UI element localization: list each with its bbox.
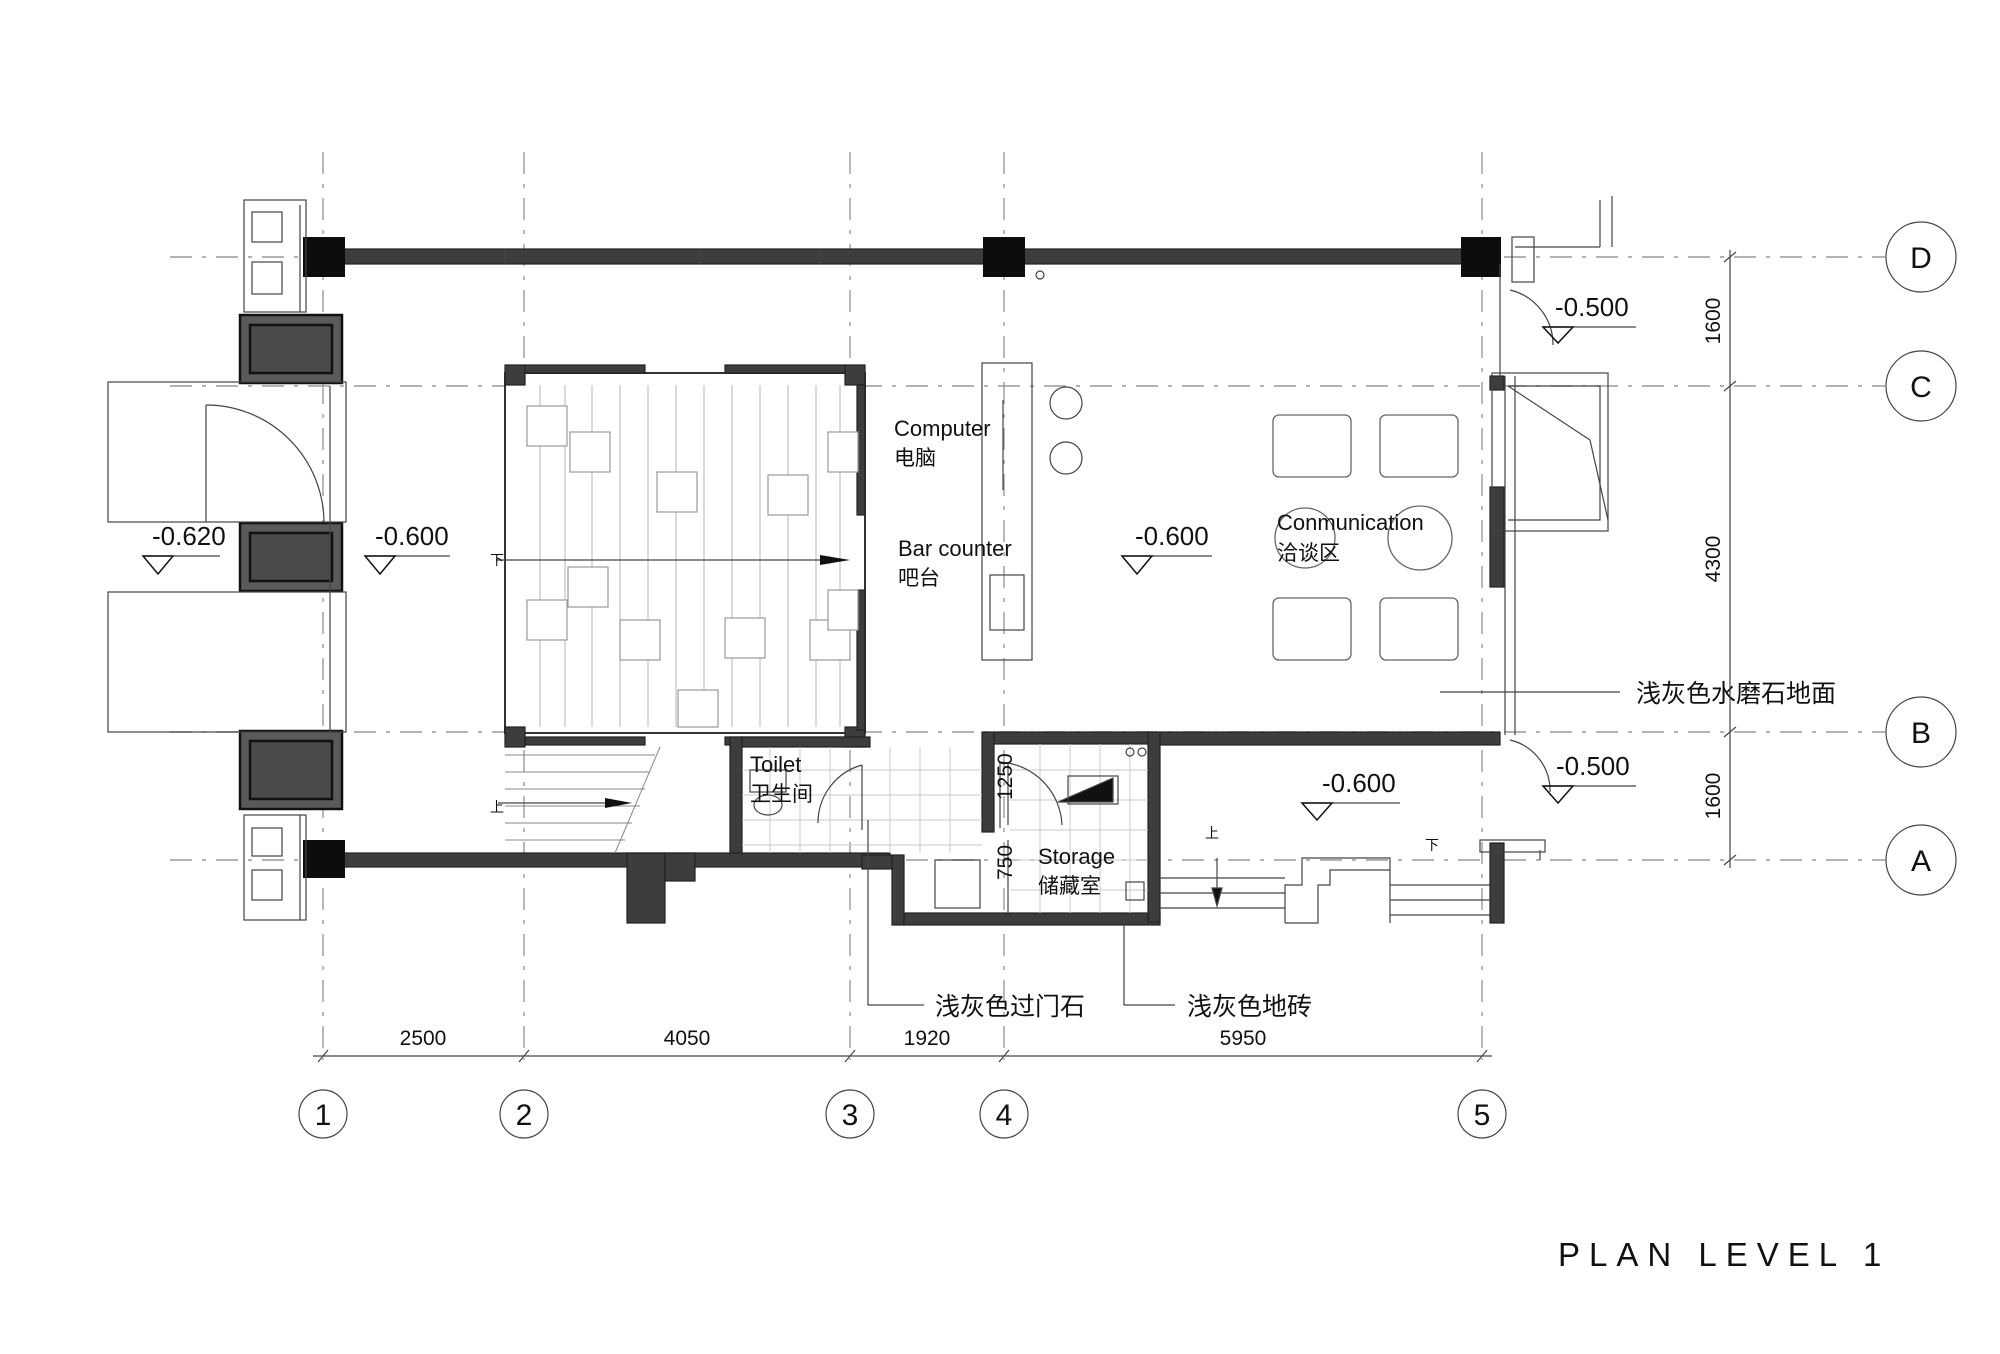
dim-v-3: 1600	[1702, 773, 1725, 820]
lounge-seats	[1272, 414, 1459, 661]
axis-bubble-c: C	[1910, 371, 1932, 404]
axis-bubbles-numbers: 1 2 3 4 5	[298, 1089, 1507, 1139]
stair-marks: 下 上 上 下	[490, 553, 1439, 854]
level-mark-lower-room: -0.600	[1300, 768, 1400, 822]
axis-bubble-3: 3	[842, 1099, 859, 1132]
axis-bubble-d: D	[1910, 242, 1932, 275]
axis-bubble-a: A	[1911, 845, 1931, 878]
level-text-lower-room: -0.600	[1322, 768, 1396, 798]
label-bar-counter-cn: 吧台	[898, 566, 940, 590]
dim-h-2: 4050	[664, 1027, 711, 1050]
level-marks: -0.620 -0.600 -0.600 -0.500 -0.500 -0.60…	[141, 292, 1636, 822]
axis-bubble-5: 5	[1474, 1099, 1491, 1132]
service-walls	[626, 375, 1505, 926]
axis-bubble-4: 4	[996, 1099, 1013, 1132]
dim-toilet-door: 1250	[994, 753, 1017, 800]
stair-left	[498, 746, 661, 854]
level-text-hall: -0.600	[375, 521, 449, 551]
label-toilet-cn: 卫生间	[750, 782, 813, 806]
level-mark-hall: -0.600	[363, 521, 450, 576]
level-text-lower-right: -0.500	[1556, 751, 1630, 781]
dimension-chain-horizontal: 2500 4050 1920 5950	[313, 1027, 1492, 1063]
label-computer-en: Computer	[894, 416, 991, 441]
level-text-center: -0.600	[1135, 521, 1209, 551]
wood-platform	[496, 364, 866, 748]
dimension-chain-vertical: 1600 4300 1600	[1702, 250, 1737, 868]
toilet-fixtures	[749, 747, 1147, 909]
label-bar-counter-en: Bar counter	[898, 536, 1012, 561]
level-mark-lower-right: -0.500	[1541, 751, 1636, 805]
bar-counter	[981, 270, 1083, 661]
level-mark-entrance: -0.620	[141, 521, 226, 576]
dim-h-1: 2500	[400, 1027, 447, 1050]
level-text-top-right: -0.500	[1555, 292, 1629, 322]
lower-right-steps	[1160, 857, 1490, 924]
dim-v-2: 4300	[1702, 536, 1725, 583]
right-entry	[1479, 196, 1613, 860]
stair-mark-up-left: 上	[490, 800, 504, 816]
dim-h-4: 5950	[1220, 1027, 1267, 1050]
label-storage-cn: 储藏室	[1038, 874, 1101, 898]
note-threshold-stone: 浅灰色过门石	[935, 992, 1085, 1021]
level-mark-top-right: -0.500	[1541, 292, 1636, 345]
axis-bubble-2: 2	[516, 1099, 533, 1132]
stair-mark-up-right: 上	[1205, 826, 1219, 842]
plan-title: PLAN LEVEL 1	[1558, 1236, 1890, 1273]
dim-v-1: 1600	[1702, 298, 1725, 345]
axis-bubble-b: B	[1911, 717, 1931, 750]
note-terrazzo: 浅灰色水磨石地面	[1636, 679, 1836, 708]
stair-mark-down-right: 下	[1425, 838, 1439, 854]
axis-bubbles-letters: D C B A	[1885, 221, 1957, 896]
axis-bubble-1: 1	[315, 1099, 332, 1132]
level-mark-center: -0.600	[1120, 521, 1212, 576]
stair-mark-down-left: 下	[490, 553, 504, 569]
note-floor-tile: 浅灰色地砖	[1187, 992, 1312, 1021]
label-computer-cn: 电脑	[894, 446, 936, 470]
material-notes: 浅灰色水磨石地面 浅灰色过门石 浅灰色地砖	[867, 679, 1836, 1021]
label-communication-cn: 洽谈区	[1277, 541, 1340, 565]
room-labels: Computer 电脑 Bar counter 吧台 Conmunication…	[750, 416, 1424, 898]
exterior-walls	[107, 199, 1501, 921]
dim-h-3: 1920	[904, 1027, 951, 1050]
label-toilet-en: Toilet	[750, 752, 801, 777]
label-communication-en: Conmunication	[1277, 510, 1424, 535]
door-dims: 1250 750	[994, 753, 1017, 880]
label-storage-en: Storage	[1038, 844, 1115, 869]
level-text-entrance: -0.620	[152, 521, 226, 551]
dim-storage-door: 750	[994, 845, 1017, 880]
